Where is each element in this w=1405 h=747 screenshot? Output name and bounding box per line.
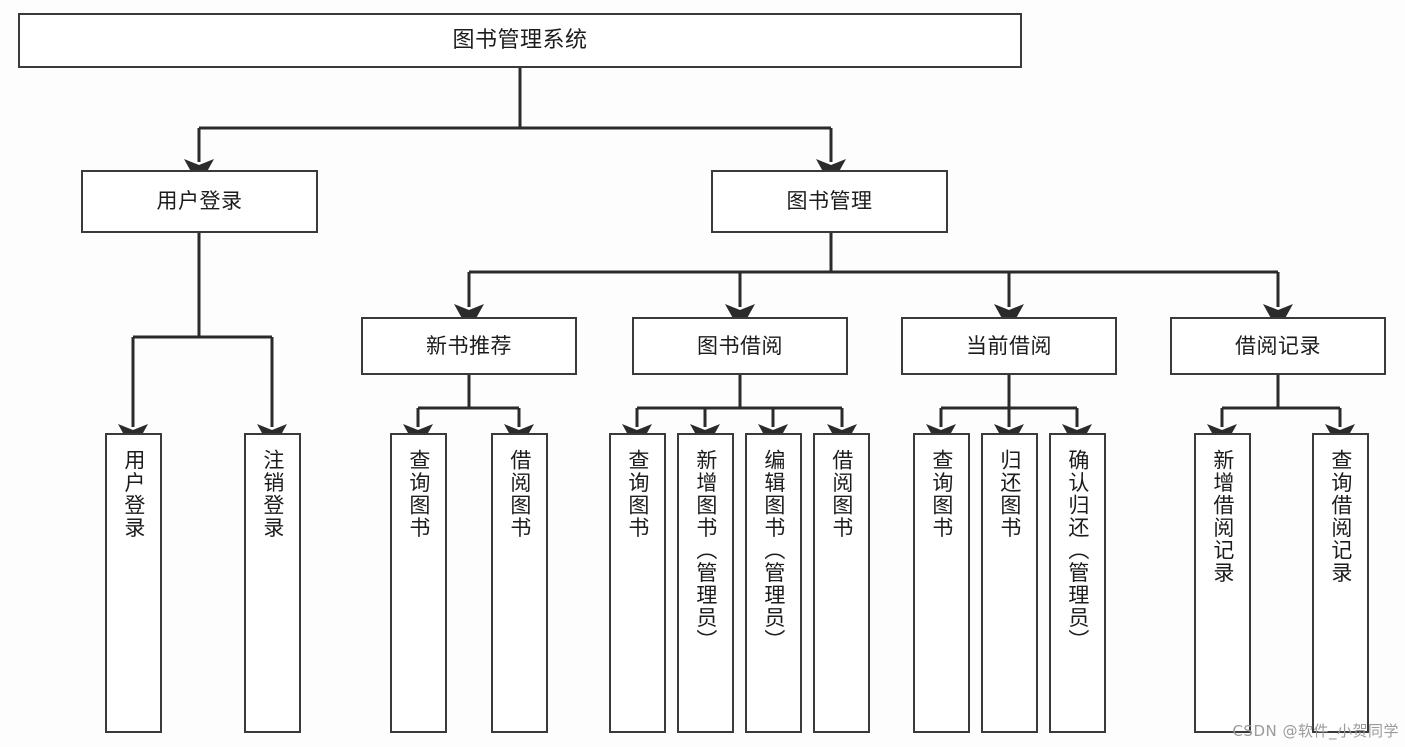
leaf-record-add-record-label: 新增借阅记录 xyxy=(1210,449,1235,584)
leaf-current-return-books-label: 归还图书 xyxy=(997,449,1022,539)
node-borrow-record-label: 借阅记录 xyxy=(1235,333,1321,358)
leaf-newbook-query-books-label: 查询图书 xyxy=(406,449,431,539)
leaf-user-login-label: 用户登录 xyxy=(121,449,146,539)
node-book-management[interactable]: 图书管理 xyxy=(711,170,948,233)
leaf-borrow-query-books[interactable]: 查询图书 xyxy=(609,433,666,733)
leaf-current-query-books-label: 查询图书 xyxy=(929,449,954,539)
node-borrow-record[interactable]: 借阅记录 xyxy=(1170,317,1386,375)
node-user-login-label: 用户登录 xyxy=(156,189,243,214)
node-user-login[interactable]: 用户登录 xyxy=(81,170,318,233)
node-book-management-label: 图书管理 xyxy=(786,189,873,214)
leaf-record-query-record-label: 查询借阅记录 xyxy=(1328,449,1353,584)
leaf-record-add-record[interactable]: 新增借阅记录 xyxy=(1194,433,1251,733)
leaf-logout-label: 注销登录 xyxy=(260,449,285,539)
csdn-watermark: CSDN @软件_小贺同学 xyxy=(1232,722,1399,740)
leaf-borrow-query-books-label: 查询图书 xyxy=(625,449,650,539)
node-root-label: 图书管理系统 xyxy=(452,27,588,53)
leaf-user-login[interactable]: 用户登录 xyxy=(105,433,162,733)
leaf-borrow-add-book-admin[interactable]: 新增图书（管理员） xyxy=(677,433,734,733)
node-book-borrow-label: 图书借阅 xyxy=(697,333,783,358)
node-root[interactable]: 图书管理系统 xyxy=(18,13,1022,68)
node-book-borrow[interactable]: 图书借阅 xyxy=(632,317,848,375)
node-new-book-recommend-label: 新书推荐 xyxy=(426,333,512,358)
leaf-current-confirm-return-admin[interactable]: 确认归还（管理员） xyxy=(1049,433,1106,733)
leaf-newbook-borrow-books[interactable]: 借阅图书 xyxy=(491,433,548,733)
leaf-borrow-borrow-books[interactable]: 借阅图书 xyxy=(813,433,870,733)
leaf-newbook-borrow-books-label: 借阅图书 xyxy=(507,449,532,539)
node-new-book-recommend[interactable]: 新书推荐 xyxy=(361,317,577,375)
leaf-current-return-books[interactable]: 归还图书 xyxy=(981,433,1038,733)
leaf-borrow-edit-book-admin[interactable]: 编辑图书（管理员） xyxy=(745,433,802,733)
node-current-borrow-label: 当前借阅 xyxy=(966,333,1052,358)
leaf-record-query-record[interactable]: 查询借阅记录 xyxy=(1312,433,1369,733)
leaf-current-confirm-return-admin-label: 确认归还（管理员） xyxy=(1065,449,1090,652)
leaf-borrow-edit-book-admin-label: 编辑图书（管理员） xyxy=(761,449,786,652)
leaf-newbook-query-books[interactable]: 查询图书 xyxy=(390,433,447,733)
node-current-borrow[interactable]: 当前借阅 xyxy=(901,317,1117,375)
leaf-current-query-books[interactable]: 查询图书 xyxy=(913,433,970,733)
leaf-borrow-borrow-books-label: 借阅图书 xyxy=(829,449,854,539)
leaf-borrow-add-book-admin-label: 新增图书（管理员） xyxy=(693,449,718,652)
leaf-logout[interactable]: 注销登录 xyxy=(244,433,301,733)
